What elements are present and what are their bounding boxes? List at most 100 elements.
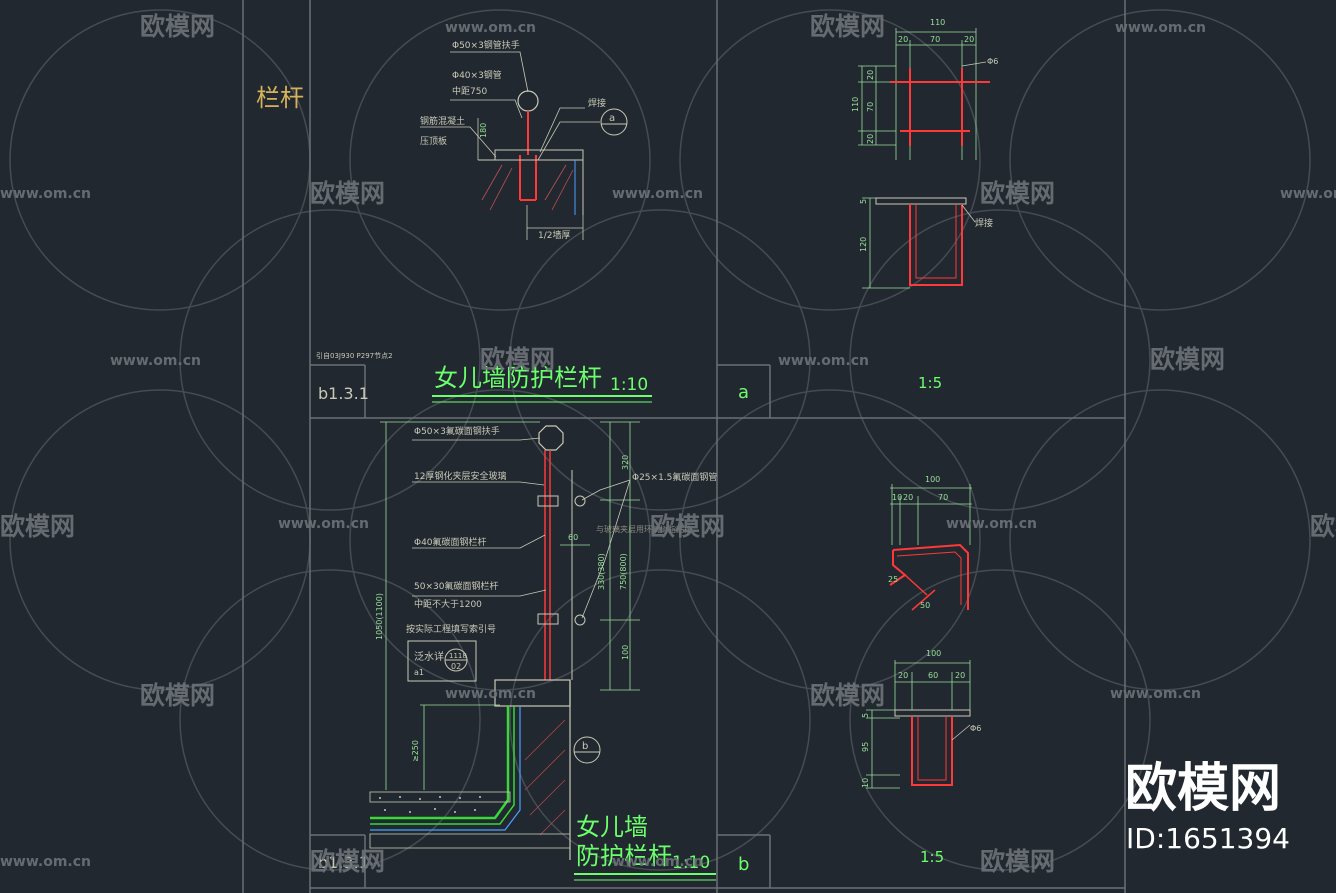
watermark-url: www.om.cn <box>612 186 703 202</box>
watermark-url: www.om.cn <box>1115 20 1206 36</box>
dim-a-side-20-bottom: 20 <box>866 134 875 144</box>
box-circle-bottom: 02 <box>451 662 461 671</box>
scale-1-5-bottom: 1:5 <box>920 848 944 866</box>
note-b-rail: 50×30氟碳面钢栏杆 <box>414 580 498 592</box>
detail-bottom-scale: 1:10 <box>672 853 710 873</box>
dim-a-20-left: 20 <box>898 35 908 44</box>
dim-a-20-right: 20 <box>964 35 974 44</box>
sheet-grid <box>242 0 1126 893</box>
watermark-url: www.om.cn <box>0 186 91 202</box>
watermark-url: www.om.cn <box>1280 186 1336 202</box>
note-weld: 焊接 <box>588 97 606 109</box>
note-coping: 压顶板 <box>420 135 447 147</box>
label-b131: b1.3.1 <box>318 384 369 403</box>
dim-b-250: ≥250 <box>411 740 420 762</box>
dim-b-320: 320 <box>621 455 630 470</box>
label-b131-bottom: b1.3.1 <box>318 853 369 872</box>
detail-bottom-title-1: 女儿墙 <box>576 813 648 841</box>
dim-b-side-5: 5 <box>861 713 870 718</box>
dim-b-chamfer-25: 25 <box>888 575 898 584</box>
watermark-brand: 欧模网 <box>810 681 885 710</box>
note-b-index: 按实际工程填写索引号 <box>406 623 496 635</box>
callout-b-label: b <box>582 741 588 752</box>
note-spacing: 中距750 <box>452 85 487 97</box>
dim-b-top-100: 100 <box>925 475 940 484</box>
watermark-url: www.om.cn <box>445 686 536 702</box>
detail-bottom-drawing <box>369 421 640 860</box>
rebar-a-label: Φ6 <box>987 57 998 66</box>
dim-b-lower-20-right: 20 <box>955 671 965 680</box>
box-circle-top: 1118 <box>449 652 467 660</box>
dim-b-side-95: 95 <box>861 742 870 752</box>
watermark-brand: 欧模网 <box>310 847 385 876</box>
watermark-brand: 欧模网 <box>980 179 1055 208</box>
watermark-brand: 欧模网 <box>0 512 75 541</box>
dim-b-750: 750(800) <box>619 553 628 590</box>
watermark-url: www.om.cn <box>445 20 536 36</box>
note-handrail: Φ50×3钢管扶手 <box>452 39 520 51</box>
box-sub: a1 <box>414 668 424 677</box>
dim-a-5: 5 <box>859 199 868 204</box>
note-b-glass: 12厚钢化夹层安全玻璃 <box>414 470 506 482</box>
watermark-brand: 欧模网 <box>480 345 555 374</box>
marker-a: a <box>738 382 749 403</box>
dim-b-side-10: 10 <box>861 778 870 788</box>
watermark-brand: 欧模网 <box>810 12 885 41</box>
scale-1-5-top: 1:5 <box>918 374 942 392</box>
dim-b-top-70: 70 <box>938 493 948 502</box>
reference-note: 引自03J930 P297节点2 <box>316 351 393 360</box>
watermark-url: www.om.cn <box>946 516 1037 532</box>
dim-180: 180 <box>479 123 488 138</box>
watermark-brand: 欧模网 <box>140 681 215 710</box>
dim-b-lower-60: 60 <box>928 671 938 680</box>
watermark-big-brand: 欧模网 <box>1125 759 1281 819</box>
detail-b-drawing <box>866 484 972 789</box>
dim-a-side-110: 110 <box>851 97 860 112</box>
rebar-b-label: Φ6 <box>970 724 981 733</box>
dim-a-70: 70 <box>930 35 940 44</box>
detail-top-drawing <box>420 51 628 240</box>
watermark-badge: 欧模网 ID:1651394 <box>1125 759 1290 855</box>
dim-b-330: 330(380) <box>597 553 606 590</box>
watermark-brand: 欧模网 <box>1150 345 1225 374</box>
marker-b: b <box>738 854 749 875</box>
watermark-brand: 欧模网 <box>980 847 1055 876</box>
watermark-url: www.om.cn <box>1110 686 1201 702</box>
box-label: 泛水详 <box>414 650 444 663</box>
dim-a-side-20-top: 20 <box>866 70 875 80</box>
watermark-brand: 欧模网 <box>310 179 385 208</box>
dim-b-100: 100 <box>621 645 630 660</box>
watermark-arcs <box>9 9 1311 871</box>
note-b-handrail: Φ50×3氟碳面钢扶手 <box>414 425 500 437</box>
note-concrete: 钢筋混凝土 <box>420 115 465 127</box>
dim-a-110: 110 <box>930 18 945 27</box>
note-b-tube: Φ25×1.5氟碳面钢管 <box>632 471 717 483</box>
dim-b-chamfer-50: 50 <box>920 601 930 610</box>
watermark-url: www.om.cn <box>0 854 91 870</box>
dim-b-top-20: 20 <box>903 493 913 502</box>
detail-bottom-title-2: 防护栏杆 <box>576 842 672 870</box>
watermark-id: ID:1651394 <box>1126 822 1290 855</box>
dim-b-lower-100: 100 <box>926 649 941 658</box>
dim-b-top-10: 10 <box>892 493 902 502</box>
watermark-url: www.om.cn <box>110 353 201 369</box>
dim-b-1050: 1050(1100) <box>375 593 384 640</box>
weld-a-label: 焊接 <box>975 217 993 229</box>
note-b-spacing: 中距不大于1200 <box>414 598 482 610</box>
dim-a-side-70: 70 <box>866 102 875 112</box>
watermark-url: www.om.cn <box>778 353 869 369</box>
detail-top-title: 女儿墙防护栏杆 <box>434 364 602 392</box>
note-steel-pipe: Φ40×3钢管 <box>452 69 502 81</box>
note-b-post: Φ40氟碳面钢栏杆 <box>414 536 487 548</box>
watermark-brand: 欧模网 <box>140 12 215 41</box>
dim-a-120: 120 <box>859 237 868 252</box>
watermark-url: www.om.cn <box>612 854 703 870</box>
detail-top-scale: 1:10 <box>610 375 648 395</box>
dim-b-lower-20-left: 20 <box>898 671 908 680</box>
detail-a-drawing <box>858 28 990 289</box>
watermark-url: www.om.cn <box>278 516 369 532</box>
dim-b-60: 60 <box>568 533 578 542</box>
watermark-brand: 欧模网 <box>650 512 725 541</box>
note-half-wall: 1/2墙厚 <box>538 229 571 241</box>
